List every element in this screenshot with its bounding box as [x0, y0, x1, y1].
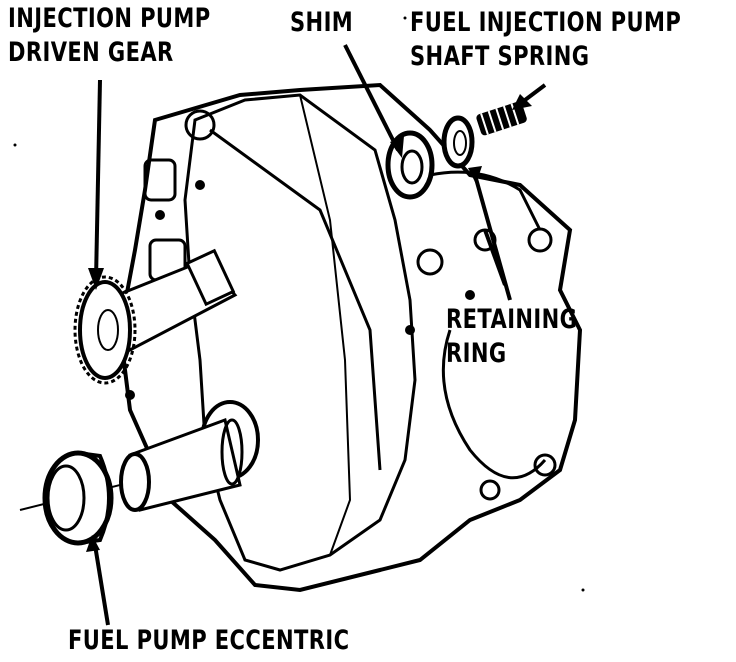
block-top-edge	[429, 170, 542, 231]
driven-gear-hub	[97, 309, 119, 351]
driven-gear-body	[78, 280, 132, 380]
label-retaining-ring: RETAINING RING	[446, 303, 577, 371]
label-line: RING	[446, 338, 507, 369]
bolt-dot-3	[155, 210, 165, 220]
label-line: FUEL INJECTION PUMP	[410, 7, 682, 38]
bolt-hole-5	[479, 479, 501, 501]
ring-leader-2	[483, 229, 507, 286]
fuel-pump-eccentric-part	[42, 400, 260, 546]
speck-2	[581, 588, 585, 592]
bolt-hole-1	[416, 248, 444, 276]
label-fuel-injection-pump-shaft-spring: FUEL INJECTION PUMP SHAFT SPRING	[410, 6, 681, 74]
block-face-curve	[441, 329, 547, 480]
shim-arrow	[390, 136, 404, 158]
label-line: RETAINING	[446, 304, 578, 335]
eccentric-ring-band	[77, 451, 111, 545]
left-boss-1	[143, 158, 177, 202]
label-line: SHAFT SPRING	[410, 41, 590, 72]
retaining-ring-inner	[453, 130, 467, 156]
eccentric-ring-inner	[46, 464, 86, 532]
front-cover	[183, 93, 417, 572]
thermostat-boss	[184, 109, 216, 141]
speck-3	[403, 16, 407, 20]
bolt-hole-4	[533, 453, 557, 477]
spring-arrow	[512, 94, 532, 110]
driven-gear-teeth	[73, 275, 137, 385]
label-line: FUEL PUMP ECCENTRIC	[68, 625, 350, 656]
bolt-hole-2	[527, 227, 553, 253]
ring-arrow	[468, 166, 482, 184]
arrowheads	[86, 94, 532, 552]
label-line: DRIVEN GEAR	[8, 37, 174, 68]
bolt-dot-5	[125, 390, 135, 400]
bolt-dot-6	[195, 180, 205, 190]
injection-pump-driven-gear	[73, 248, 238, 385]
label-fuel-pump-eccentric: FUEL PUMP ECCENTRIC	[68, 624, 349, 658]
label-injection-pump-driven-gear: INJECTION PUMP DRIVEN GEAR	[8, 2, 211, 70]
label-line: INJECTION PUMP	[8, 3, 211, 34]
eccentric-sleeve-far-end	[220, 418, 244, 486]
label-line: SHIM	[290, 7, 354, 38]
gear-leader	[94, 79, 102, 281]
pump-shaft-collar	[185, 248, 236, 307]
retaining-ring-part	[441, 115, 475, 169]
speck-1	[13, 143, 17, 147]
label-shim: SHIM	[290, 6, 353, 40]
cover-ridge	[209, 128, 382, 471]
leader-lines	[93, 44, 547, 626]
cover-edge	[299, 94, 352, 556]
eccentric-leader	[93, 544, 110, 626]
shaft-spring-part	[476, 101, 527, 136]
shim-inner	[400, 149, 424, 185]
spring-leader	[523, 83, 547, 102]
gear-arrow	[88, 268, 104, 290]
eccentric-arrow	[86, 535, 100, 552]
bolt-dot-2	[465, 290, 475, 300]
bolt-dot-1	[405, 325, 415, 335]
eccentric-sleeve-end	[119, 452, 151, 512]
shim-leader	[343, 44, 400, 151]
